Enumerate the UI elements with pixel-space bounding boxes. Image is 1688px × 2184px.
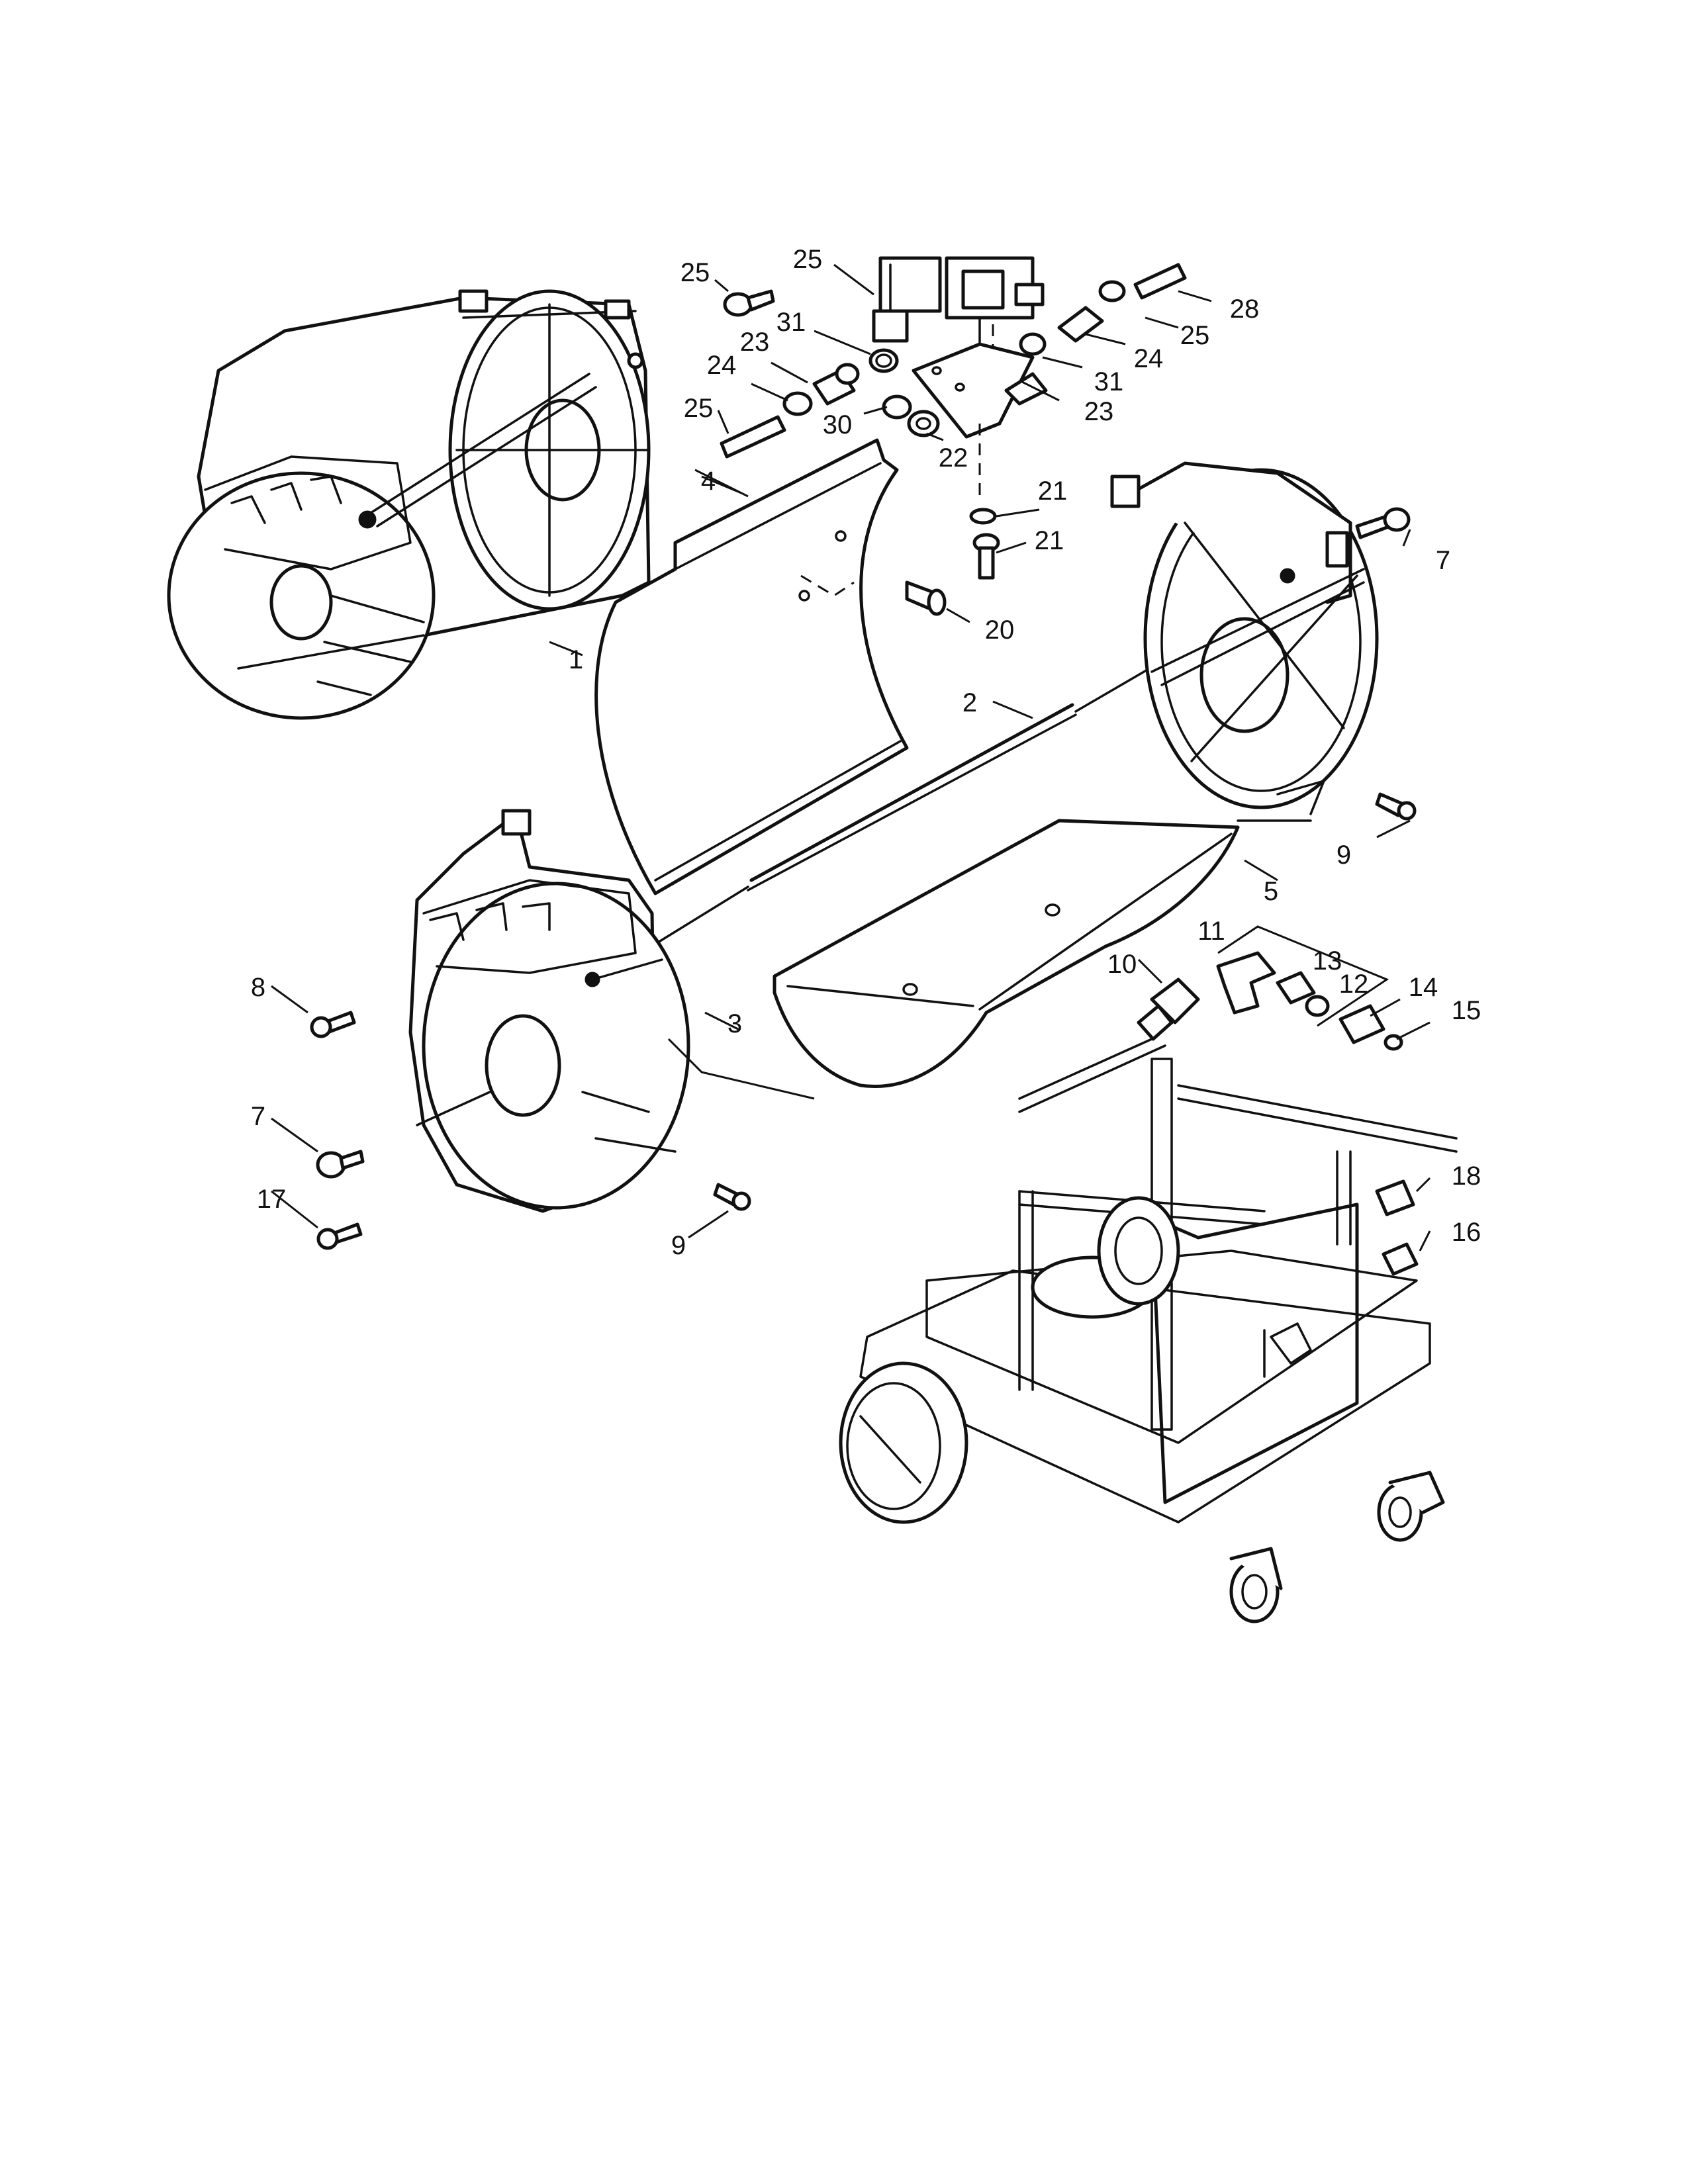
callout-15: 15: [1452, 996, 1481, 1025]
callout-8: 8: [251, 973, 265, 1002]
callout-21-upper: 22: [939, 443, 968, 473]
upper-fittings-cluster: [872, 256, 1048, 503]
fitting-30-nut: [882, 394, 912, 420]
callout-11: 11: [1197, 917, 1225, 946]
upper-shroud-part-4: [594, 438, 909, 895]
fitting-13-12-14-15: [1276, 971, 1403, 1051]
fitting-25-hose-right: [1133, 263, 1187, 300]
callout-21-lower: 21: [1038, 477, 1068, 506]
callout-25-right: 28: [1230, 295, 1260, 324]
fitting-20-bolt: [972, 533, 1000, 580]
callout-7-left: 7: [251, 1102, 265, 1131]
fitting-9-screw-left: [713, 1183, 751, 1211]
callout-31-right: 31: [1094, 367, 1124, 396]
fitting-25-hose: [720, 415, 786, 459]
fitting-7-bolt-right: [1355, 507, 1411, 539]
callout-13: 13: [1313, 946, 1342, 976]
fitting-31-oring: [868, 348, 899, 373]
callout-25-left: 25: [684, 394, 714, 423]
callout-10: 10: [1107, 950, 1137, 979]
callout-labels: 25 25 31 23 24 25 30 22 28 25 24 31 23 2…: [251, 245, 1481, 1260]
fitting-24-clamp-right: [1098, 280, 1126, 302]
callout-4: 4: [701, 467, 716, 496]
callout-1: 1: [569, 645, 583, 674]
callout-20: 21: [1035, 526, 1064, 555]
front-housing-part-3: [408, 809, 690, 1213]
elbow-part-11: [1216, 951, 1276, 1015]
hose-part-10: [1018, 978, 1200, 1113]
caster-front: [1229, 1547, 1283, 1623]
rear-housing-part-1: [167, 289, 651, 720]
rear-wheel-inner: [1097, 1196, 1180, 1306]
callout-2: 2: [962, 688, 977, 717]
callout-12: 12: [1339, 970, 1369, 999]
fitting-17-screw: [316, 1222, 363, 1250]
callout-19: 20: [985, 615, 1015, 645]
lower-shroud-part-5: [773, 819, 1240, 1088]
callout-14: 14: [1409, 973, 1438, 1002]
fitting-16: [1382, 1242, 1419, 1276]
callout-29: 25: [680, 258, 710, 287]
callout-9-right: 9: [1336, 841, 1351, 870]
callout-22: 23: [1084, 397, 1114, 426]
leader-lines: [271, 263, 1431, 1251]
callout-24-right: 25: [1180, 321, 1210, 350]
fitting-18: [1375, 1179, 1415, 1216]
fitting-9-screw-right: [1375, 792, 1417, 821]
callout-28: 25: [793, 245, 823, 274]
callout-30: 30: [823, 410, 853, 439]
callout-3: 3: [727, 1009, 742, 1038]
callout-23-right: 24: [1134, 344, 1164, 373]
fitting-24-clamp: [782, 391, 813, 416]
fitting-19-pin: [905, 580, 947, 616]
callout-17: 17: [257, 1185, 287, 1214]
callout-16: 16: [1452, 1218, 1481, 1247]
fitting-8-screw: [310, 1011, 356, 1038]
fitting-23-nipple-right: [1057, 306, 1104, 343]
fitting-31-oring-right: [1019, 332, 1047, 356]
right-housing-part: [1110, 461, 1379, 822]
callout-7-right: 7: [1436, 546, 1450, 575]
callout-23-left: 23: [740, 328, 770, 357]
callout-18: 18: [1452, 1161, 1481, 1191]
large-wheel: [839, 1361, 968, 1524]
callout-5: 5: [1264, 877, 1278, 906]
callout-31-left: 31: [776, 308, 806, 337]
callout-9-left: 9: [671, 1231, 686, 1260]
fitting-29-screw: [723, 289, 775, 317]
fitting-21-washer-upper: [907, 410, 940, 437]
fitting-21-washer-lower: [969, 508, 997, 525]
callout-24-left: 24: [707, 351, 737, 380]
caster-rear: [1377, 1471, 1445, 1542]
fitting-23-nipple: [812, 363, 860, 406]
fitting-7-bolt-left: [316, 1150, 365, 1179]
